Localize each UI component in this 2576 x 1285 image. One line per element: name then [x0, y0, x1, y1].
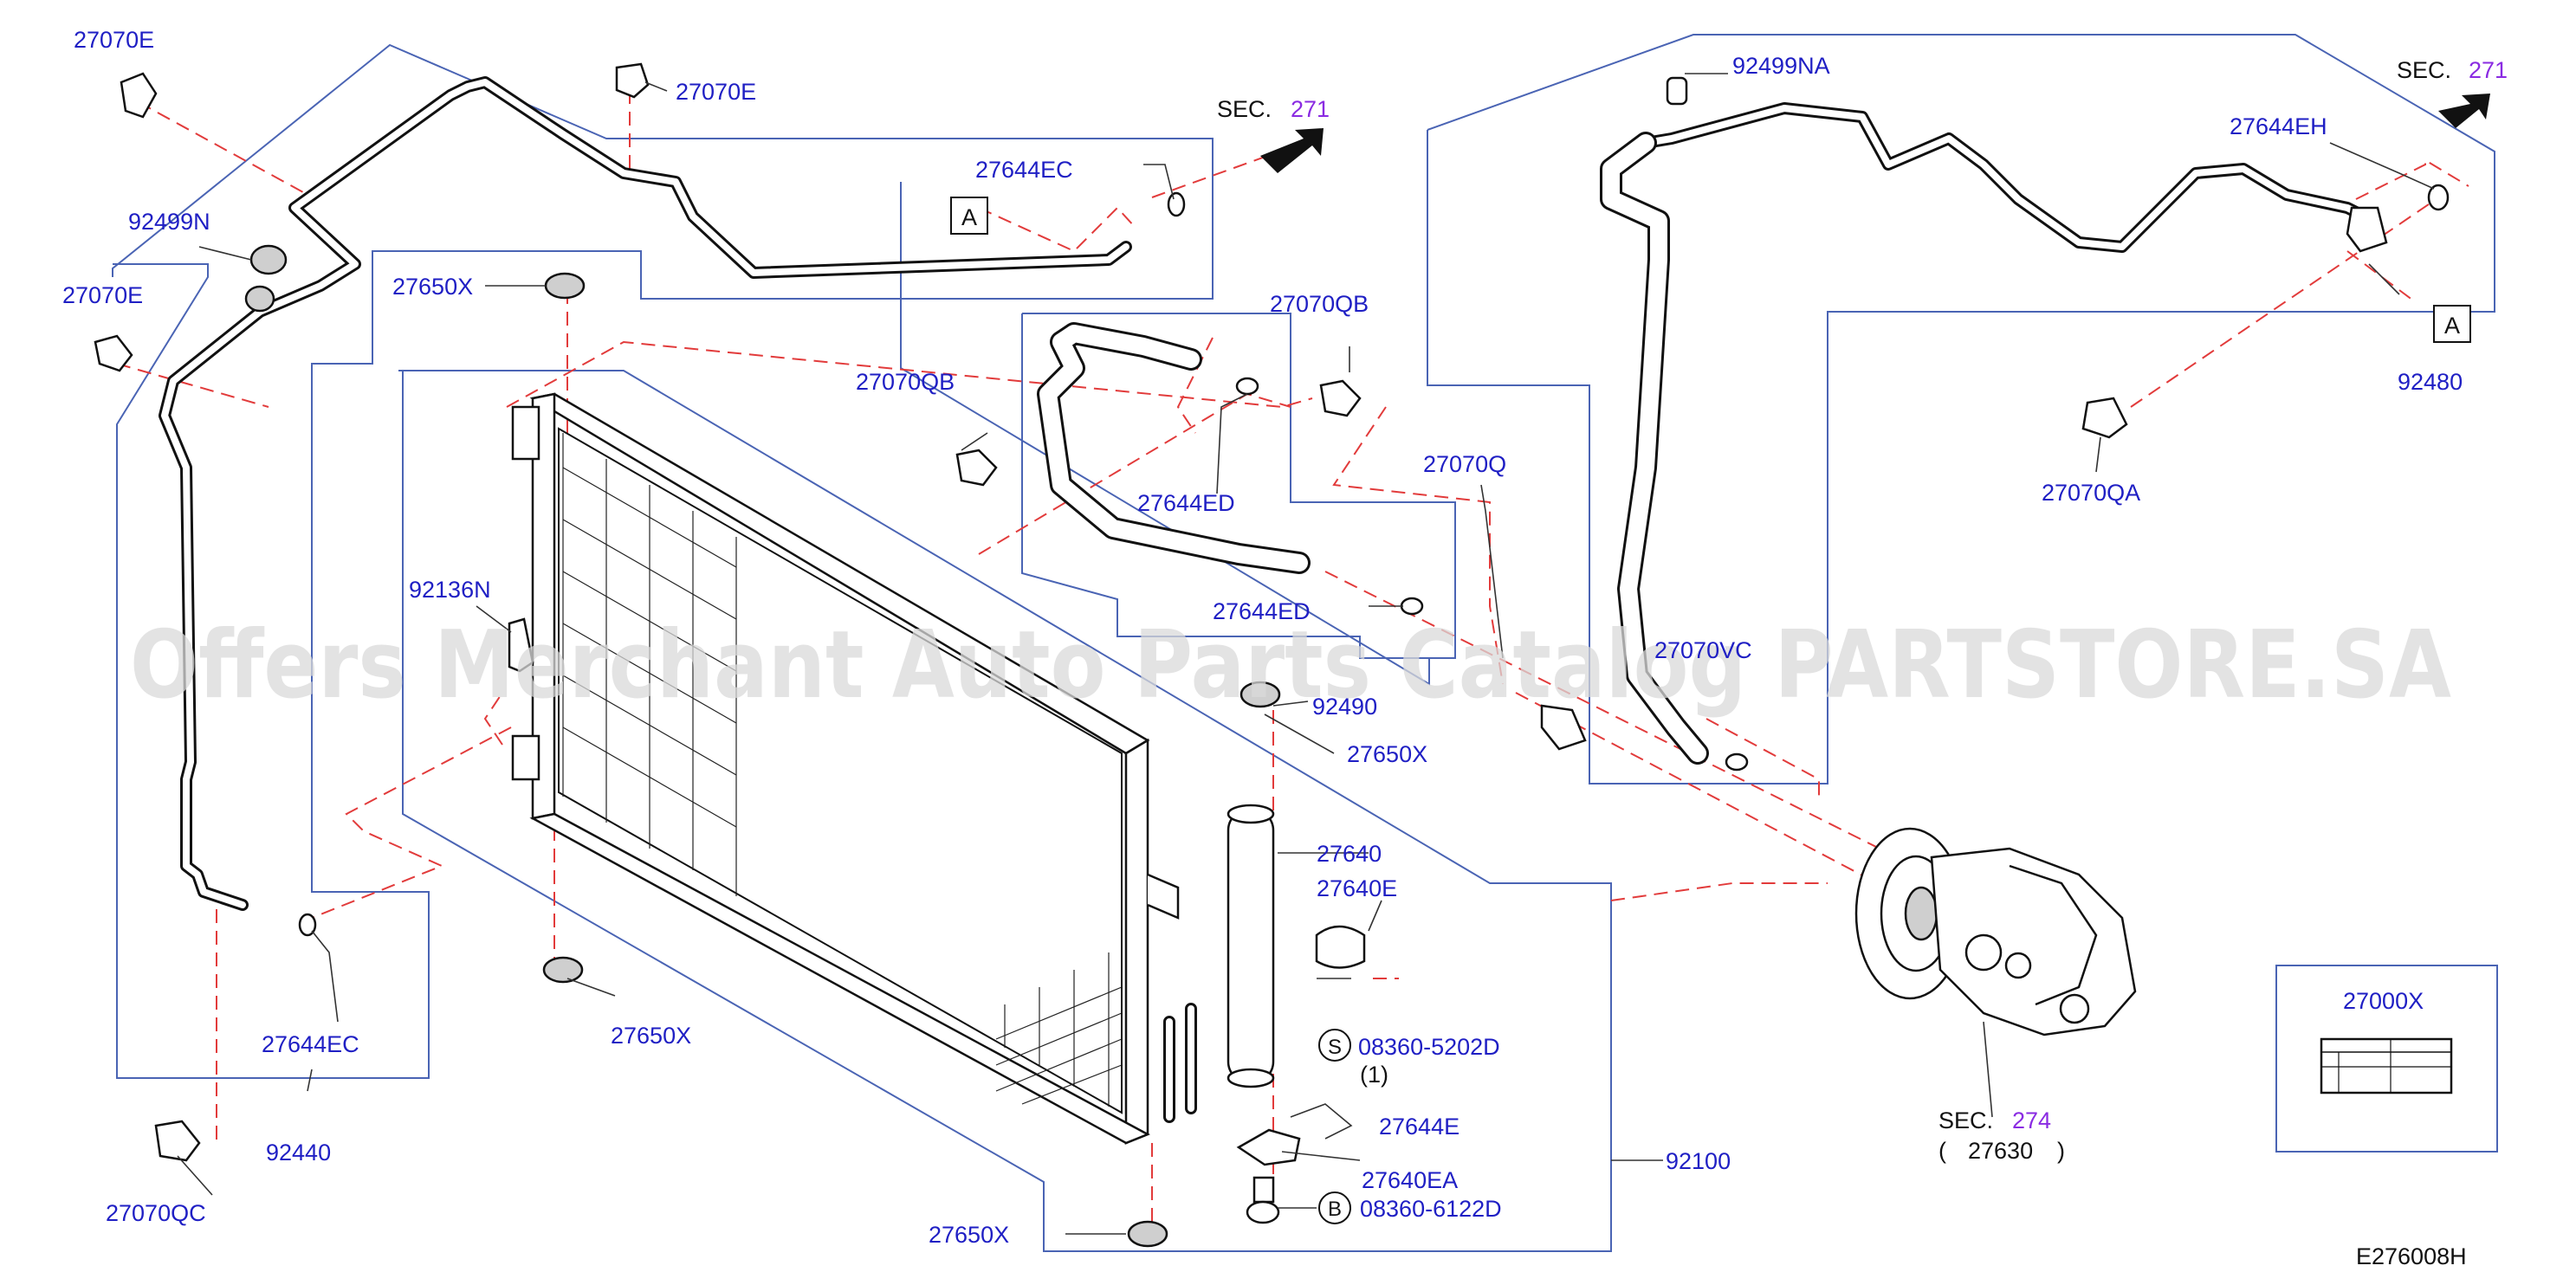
diagram-code: E276008H: [2356, 1243, 2467, 1269]
label-27644EH[interactable]: 27644EH: [2230, 113, 2327, 139]
section-refs[interactable]: SEC. 271 SEC. 271 SEC. 274 ( 27630 ): [1217, 57, 2508, 1164]
label-92499N[interactable]: 92499N: [128, 209, 210, 235]
label-08360-5202D[interactable]: 08360-5202D: [1358, 1034, 1500, 1060]
ref-a-right-text: A: [2444, 313, 2460, 339]
label-27070Q[interactable]: 27070Q: [1423, 451, 1506, 477]
ref-box-a-left: A: [950, 197, 988, 235]
ref-a-left-text: A: [961, 204, 977, 230]
section-arrows: [1260, 94, 2490, 173]
sec-274-link[interactable]: 274: [2012, 1107, 2051, 1133]
condenser-92100: [511, 392, 1197, 1145]
label-92440[interactable]: 92440: [266, 1140, 331, 1166]
sec-271-left-link[interactable]: 271: [1291, 96, 1330, 122]
sec-274-sub-close: ): [2057, 1138, 2065, 1164]
label-27640E[interactable]: 27640E: [1317, 875, 1397, 901]
part-labels[interactable]: 27070E 27070E 27070E 92499N 27650X 27644…: [62, 27, 2463, 1248]
sec-271-right-prefix: SEC.: [2397, 57, 2451, 83]
label-27070E-c[interactable]: 27070E: [62, 282, 143, 308]
label-27070E-b[interactable]: 27070E: [676, 79, 756, 105]
label-27640EA[interactable]: 27640EA: [1362, 1167, 1458, 1193]
label-92136N[interactable]: 92136N: [409, 577, 491, 603]
sec-271-right-link[interactable]: 271: [2469, 57, 2508, 83]
label-27650X-mid[interactable]: 27650X: [1347, 741, 1427, 767]
circle-b-text: B: [1328, 1198, 1342, 1221]
hose-27644ED: [1037, 322, 1311, 574]
label-27070QC[interactable]: 27070QC: [106, 1200, 206, 1226]
label-27644ED-a[interactable]: 27644ED: [1137, 490, 1235, 516]
label-27644E[interactable]: 27644E: [1379, 1114, 1460, 1140]
label-08360-6122D[interactable]: 08360-6122D: [1360, 1196, 1502, 1222]
label-27070QB-a[interactable]: 27070QB: [1270, 291, 1369, 317]
label-box-27000X: [2275, 965, 2498, 1153]
sec-274-sub: 27630: [1968, 1138, 2033, 1164]
label-27644EC-top[interactable]: 27644EC: [975, 157, 1073, 183]
label-27650X-bot2[interactable]: 27650X: [929, 1222, 1009, 1248]
hose-92480: [1600, 102, 2379, 765]
sec-274-sub-open: (: [1938, 1138, 1946, 1164]
label-92490[interactable]: 92490: [1312, 694, 1377, 720]
small-parts: [94, 62, 2450, 1248]
pipe-92440: [159, 76, 1132, 911]
label-92480[interactable]: 92480: [2398, 369, 2463, 395]
sec-271-left-prefix: SEC.: [1217, 96, 1272, 122]
group-boundaries: [112, 34, 2495, 1252]
label-92100[interactable]: 92100: [1666, 1148, 1731, 1174]
label-27070E-a[interactable]: 27070E: [74, 27, 154, 53]
label-leaders: [177, 73, 2435, 1235]
circle-s: S: [1318, 1029, 1351, 1062]
circle-s-text: S: [1328, 1036, 1342, 1059]
label-27070QA[interactable]: 27070QA: [2042, 480, 2140, 506]
label-27650X-bot1[interactable]: 27650X: [611, 1023, 691, 1049]
receiver-drier-27640: [1227, 804, 1366, 1224]
sec-274-prefix: SEC.: [1938, 1107, 1993, 1133]
label-08360-5202D-qty: (1): [1360, 1062, 1388, 1088]
arrow-left-icon: [1260, 128, 1324, 173]
label-27640[interactable]: 27640: [1317, 841, 1382, 867]
label-27070VC[interactable]: 27070VC: [1654, 637, 1752, 663]
label-27650X-top[interactable]: 27650X: [392, 274, 473, 300]
watermark-text: Offers Merchant Auto Parts Catalog PARTS…: [130, 611, 2451, 720]
ref-box-a-right: A: [2433, 305, 2471, 343]
label-27644EC-bot[interactable]: 27644EC: [262, 1031, 359, 1057]
label-92499NA[interactable]: 92499NA: [1732, 53, 1830, 79]
compressor-27630: [1854, 827, 2137, 1036]
condenser-core-grid: [562, 433, 1123, 1107]
label-27000X[interactable]: 27000X: [2343, 988, 2424, 1014]
label-27644ED-b[interactable]: 27644ED: [1213, 598, 1311, 624]
circle-b: B: [1318, 1191, 1351, 1224]
arrow-right-icon: [2438, 94, 2490, 128]
label-27070QB-b[interactable]: 27070QB: [856, 369, 955, 395]
